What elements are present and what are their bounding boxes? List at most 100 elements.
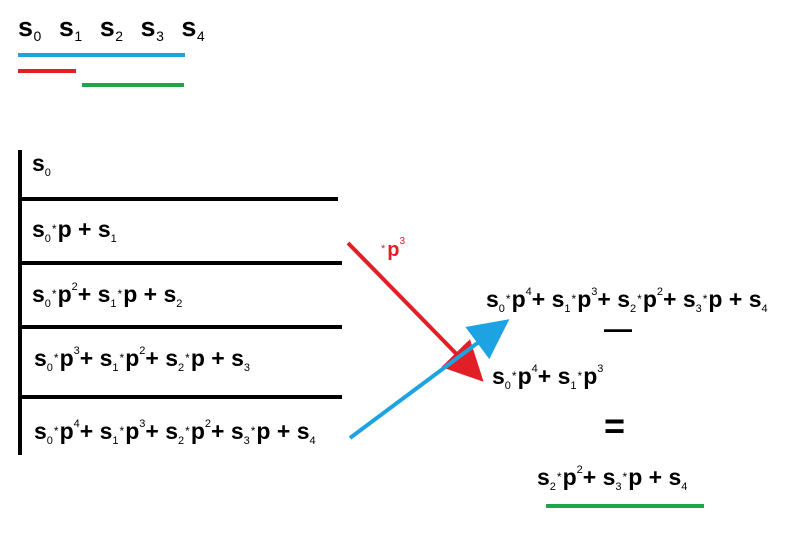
math-term: s0	[32, 281, 51, 310]
math-term: +	[722, 286, 749, 312]
math-term: p2	[125, 345, 146, 371]
math-term: p2	[562, 464, 583, 490]
math-term: s2	[163, 281, 183, 310]
seq-item-1: s1	[58, 12, 83, 44]
math-term: s3	[230, 418, 250, 447]
math-term: s3	[602, 464, 622, 493]
multiply-sign: *	[702, 292, 708, 306]
math-term: +	[77, 281, 98, 307]
math-term: p	[57, 216, 72, 242]
math-term: +	[642, 464, 669, 490]
math-term: s0	[492, 363, 511, 392]
math-term: s0	[34, 345, 53, 374]
math-term: s1	[551, 286, 571, 315]
math-term: p2	[57, 281, 78, 307]
table-row-3: s0*p2+ s1*p + s2	[32, 281, 182, 310]
multiply-sign: *	[577, 369, 583, 383]
math-term: +	[582, 464, 603, 490]
right-minuend: s0*p4+ s1*p3+ s2*p2+ s3*p + s4	[486, 286, 768, 315]
seq-item-0: s0	[18, 12, 42, 44]
multiply-sign: *	[511, 369, 517, 383]
multiply-sign: *	[637, 292, 642, 306]
multiply-sign: *	[51, 287, 57, 301]
math-term: s1	[97, 216, 117, 245]
math-term: p2	[190, 418, 211, 444]
multiply-sign: *	[622, 470, 628, 484]
seq-item-4: s4	[181, 12, 206, 44]
right-subtrahend: s0*p4+ s1*p3	[492, 363, 603, 392]
table-row-4: s0*p3+ s1*p2+ s2*p + s3	[34, 345, 250, 374]
math-term: +	[79, 418, 100, 444]
math-term: p	[123, 281, 138, 307]
math-term: p2	[642, 286, 663, 312]
math-term: s3	[231, 345, 251, 374]
minus-sign: —	[604, 313, 632, 344]
math-term: p4	[511, 286, 532, 312]
math-term: s0	[486, 286, 505, 315]
multiply-sign: *	[250, 424, 256, 438]
multiply-sign: *	[185, 424, 190, 438]
table-row-1: s0	[32, 150, 51, 179]
math-term: s4	[668, 464, 688, 493]
math-term: +	[137, 281, 164, 307]
right-result: s2*p2+ s3*p + s4	[537, 464, 687, 493]
multiplier-label: *p3	[381, 236, 405, 262]
blue-arrow	[348, 319, 510, 440]
math-term: s2	[617, 286, 637, 315]
math-term: p4	[59, 418, 80, 444]
multiply-sign: *	[556, 470, 562, 484]
math-term: +	[663, 286, 683, 312]
multiply-sign: *	[51, 222, 57, 236]
seq-item-2: s2	[99, 12, 124, 44]
math-term: p3	[577, 286, 598, 312]
math-term: p	[190, 345, 205, 371]
math-term: +	[211, 418, 231, 444]
math-term: s4	[296, 418, 316, 447]
multiply-sign: *	[53, 424, 59, 438]
math-term: p3	[125, 418, 146, 444]
math-term: s1	[557, 363, 577, 392]
math-term: +	[79, 345, 100, 371]
seq-item-3: s3	[140, 12, 165, 44]
multiply-sign: *	[185, 351, 190, 365]
math-term: p4	[517, 363, 538, 389]
red-arrow	[346, 241, 484, 382]
math-term: s1	[99, 345, 119, 374]
math-term: p	[628, 464, 643, 490]
math-term: +	[204, 345, 232, 371]
table-row-2: s0*p + s1	[32, 216, 117, 245]
math-term: +	[270, 418, 297, 444]
math-term: +	[71, 216, 98, 242]
math-term: +	[537, 363, 558, 389]
math-term: s2	[165, 345, 185, 374]
multiply-sign: *	[505, 292, 511, 306]
math-term: +	[531, 286, 552, 312]
multiply-sign: *	[571, 292, 577, 306]
equals-sign: =	[604, 405, 626, 446]
table-row-5: s0*p4+ s1*p3+ s2*p2+ s3*p + s4	[34, 418, 316, 447]
math-term: p3	[59, 345, 80, 371]
string-sequence: s0 s1 s2 s3 s4	[18, 12, 205, 44]
math-term: s0	[32, 216, 51, 245]
math-term: p	[708, 286, 723, 312]
math-term: +	[145, 345, 166, 371]
multiply-sign: *	[119, 424, 125, 438]
math-term: +	[597, 286, 618, 312]
math-term: s1	[99, 418, 119, 447]
math-term: +	[145, 418, 166, 444]
math-term: s0	[34, 418, 53, 447]
math-term: s2	[537, 464, 556, 493]
multiply-sign: *	[53, 351, 59, 365]
math-term: s1	[97, 281, 117, 310]
math-term: s3	[682, 286, 702, 315]
multiply-sign: *	[119, 351, 125, 365]
math-term: p3	[583, 363, 604, 389]
math-term: s0	[32, 150, 51, 179]
math-term: s4	[748, 286, 768, 315]
multiply-sign: *	[381, 243, 386, 255]
multiply-sign: *	[117, 287, 123, 301]
math-term: p3	[387, 236, 406, 261]
math-term: s2	[165, 418, 185, 447]
math-term: p	[256, 418, 271, 444]
